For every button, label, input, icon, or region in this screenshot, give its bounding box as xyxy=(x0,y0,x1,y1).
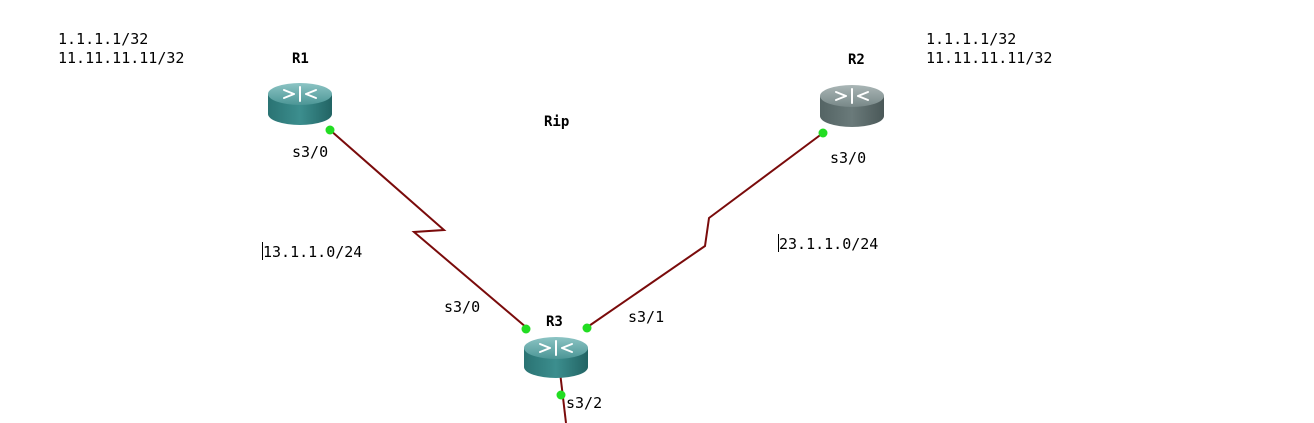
r1-loopback-1: 1.1.1.1/32 xyxy=(58,30,149,48)
router-r1-label: R1 xyxy=(292,51,309,67)
link-r2-r3[interactable] xyxy=(585,132,824,329)
text-cursor-mark xyxy=(262,242,263,260)
r3-interface-s3-2: s3/2 xyxy=(566,394,603,412)
r2-loopback-1: 1.1.1.1/32 xyxy=(926,30,1017,48)
port-dot-r3-s3-2[interactable] xyxy=(556,390,566,400)
port-dot-r2-s3-0[interactable] xyxy=(818,128,828,138)
router-r3-icon[interactable] xyxy=(524,337,588,378)
port-dot-r1-s3-0[interactable] xyxy=(325,125,335,135)
network-label-r2-r3: 23.1.1.0/24 xyxy=(779,235,879,253)
r3-interface-s3-0: s3/0 xyxy=(444,298,481,316)
text-cursor-mark xyxy=(778,234,779,252)
link-r1-r3[interactable] xyxy=(329,129,528,329)
port-dot-r3-s3-0[interactable] xyxy=(521,324,531,334)
r2-interface-s3-0: s3/0 xyxy=(830,149,867,167)
router-r3-label: R3 xyxy=(546,314,563,330)
network-label-r1-r3: 13.1.1.0/24 xyxy=(263,243,363,261)
router-r2-label: R2 xyxy=(848,52,865,68)
protocol-label: Rip xyxy=(544,114,570,130)
r1-loopback-2: 11.11.11.11/32 xyxy=(58,49,185,67)
router-r1-icon[interactable] xyxy=(268,83,332,125)
port-dot-r3-s3-1[interactable] xyxy=(582,323,592,333)
r1-interface-s3-0: s3/0 xyxy=(292,143,329,161)
r2-loopback-2: 11.11.11.11/32 xyxy=(926,49,1053,67)
router-r2-icon[interactable] xyxy=(820,85,884,127)
r3-interface-s3-1: s3/1 xyxy=(628,308,665,326)
